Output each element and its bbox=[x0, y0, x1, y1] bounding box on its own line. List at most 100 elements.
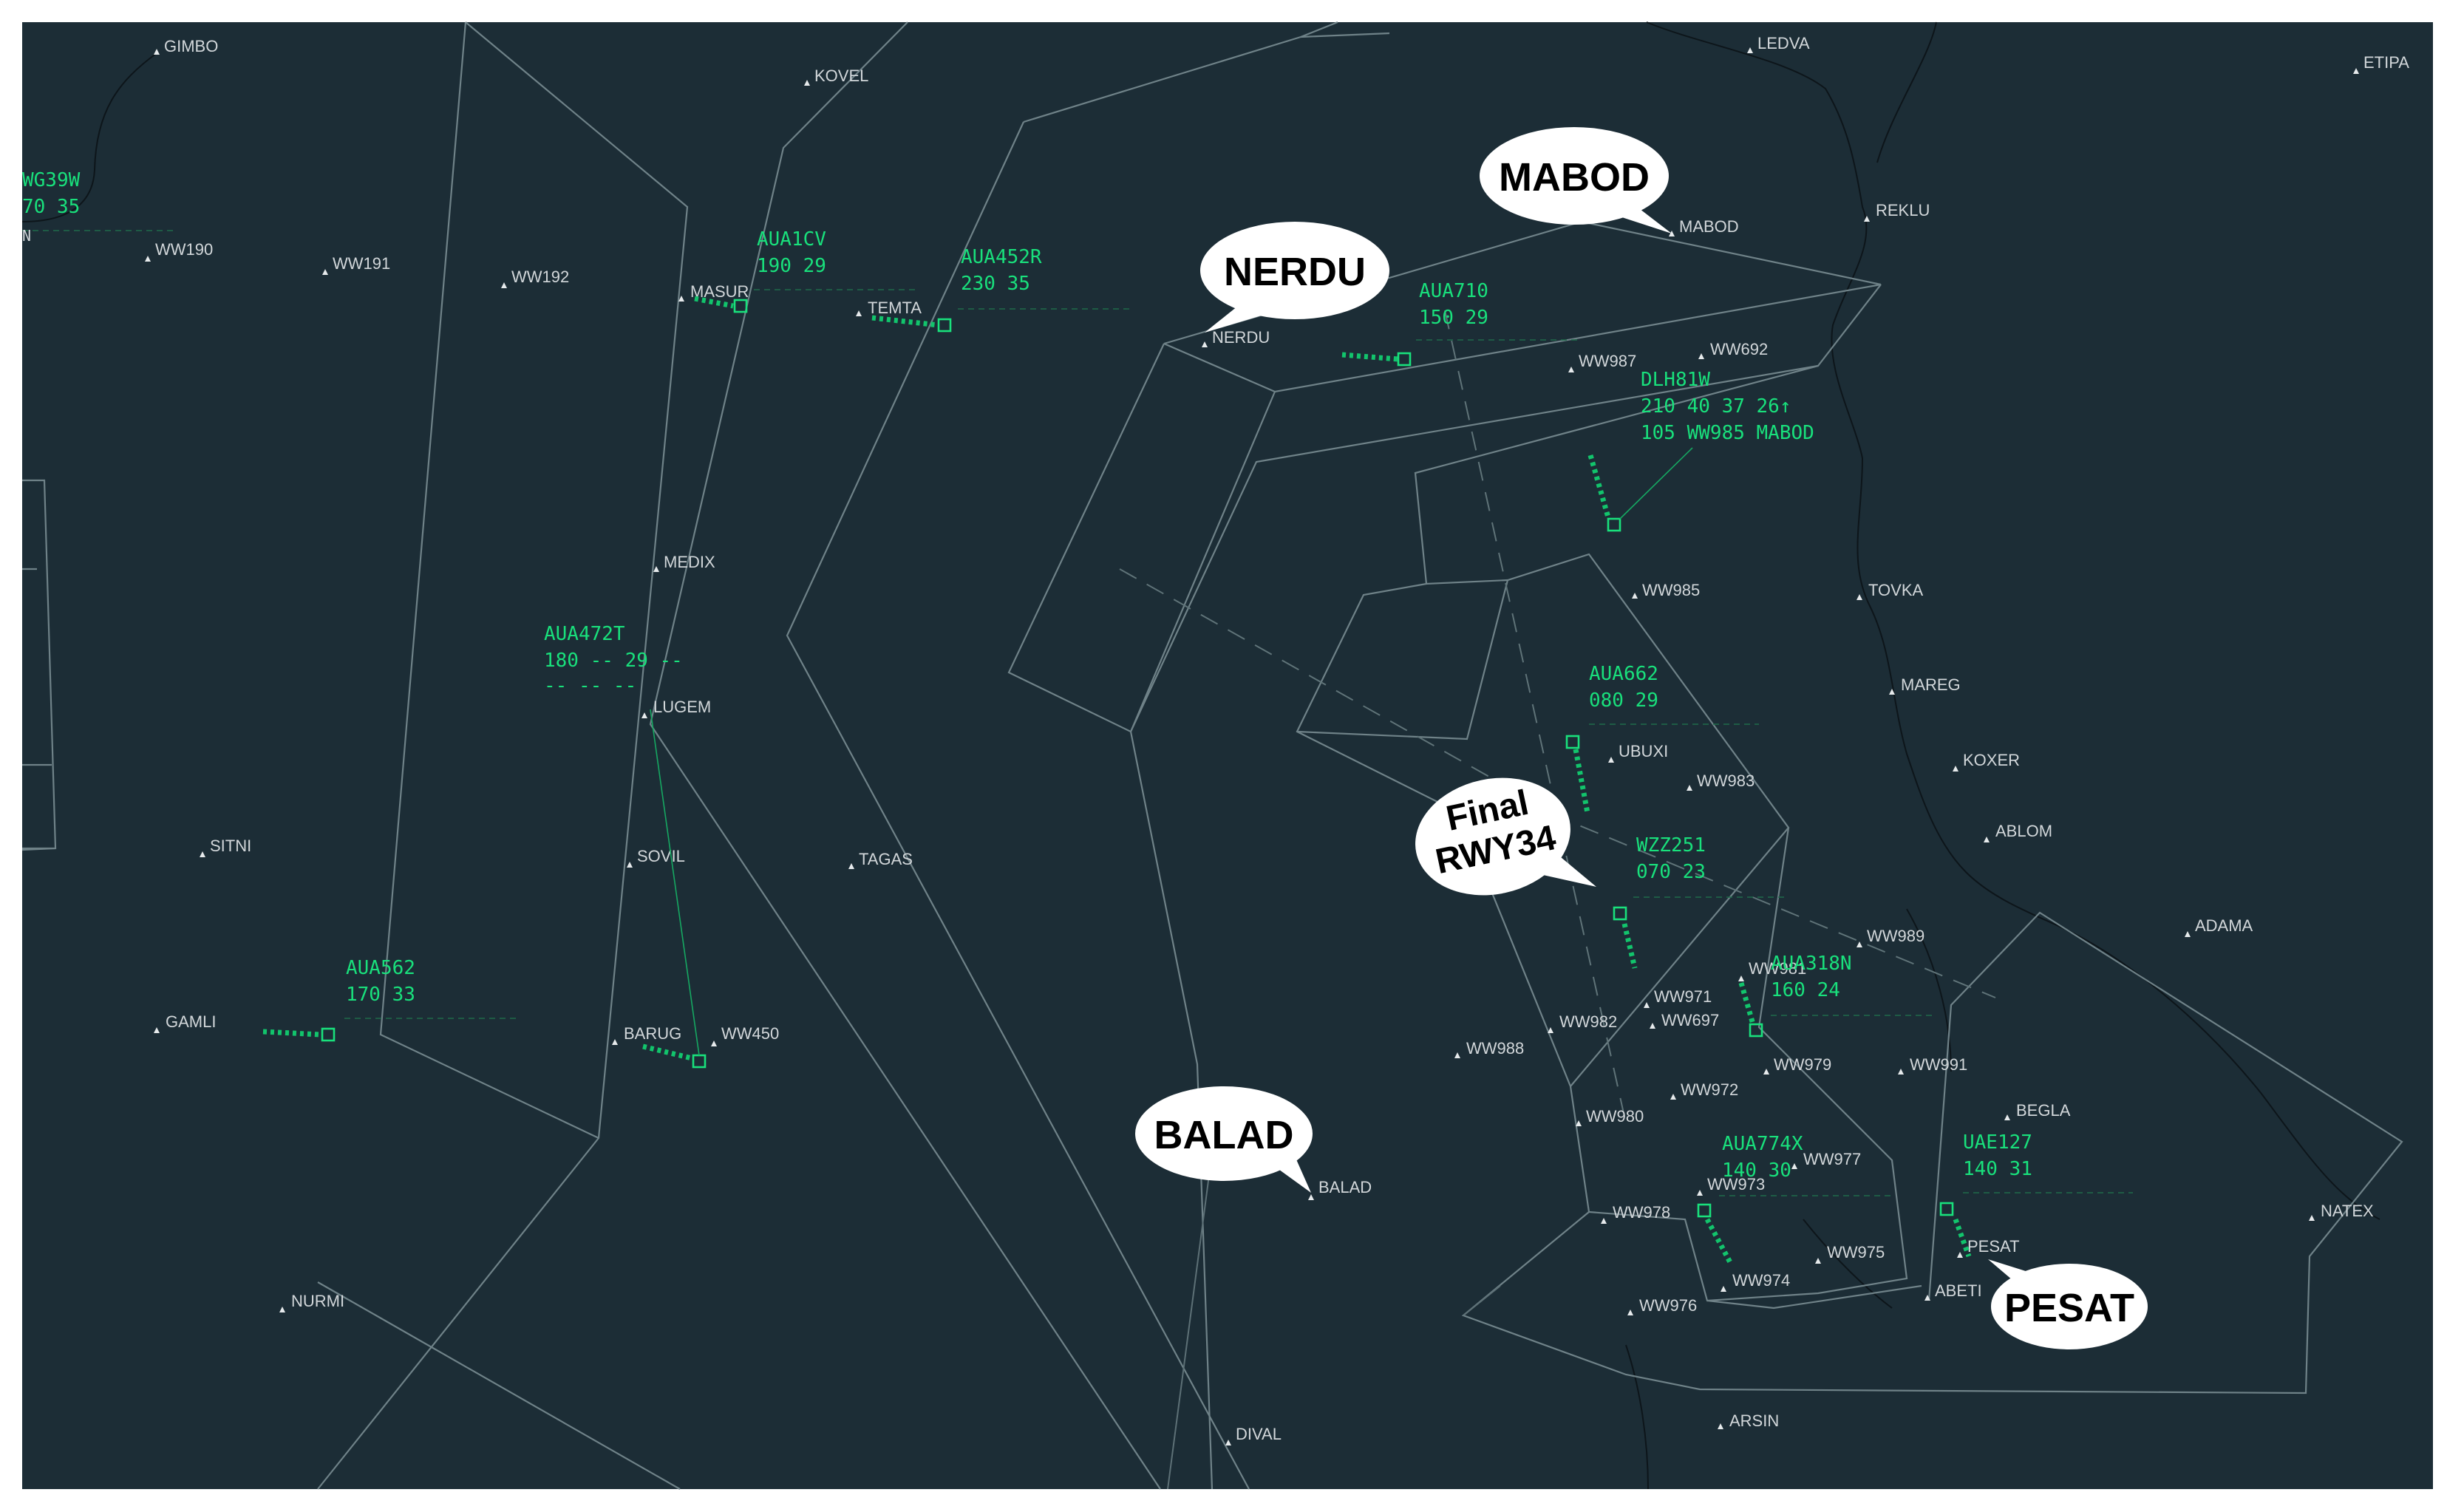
waypoint-tovka[interactable]: TOVKA bbox=[1856, 581, 1924, 600]
aircraft-target[interactable] bbox=[1613, 906, 1627, 921]
waypoint-tagas[interactable]: TAGAS bbox=[848, 850, 913, 869]
waypoint-mabod[interactable]: MABOD bbox=[1669, 217, 1739, 236]
waypoint-ww989[interactable]: WW989 bbox=[1856, 927, 1924, 947]
waypoint-ww982[interactable]: WW982 bbox=[1548, 1012, 1617, 1033]
waypoint-ww450[interactable]: WW450 bbox=[711, 1024, 779, 1046]
aircraft-target[interactable] bbox=[1749, 1023, 1763, 1038]
waypoint-ww974[interactable]: WW974 bbox=[1721, 1271, 1790, 1292]
waypoint-ww971[interactable]: WW971 bbox=[1644, 987, 1712, 1008]
waypoint-ww190[interactable]: WW190 bbox=[145, 240, 213, 262]
waypoint-arsin[interactable]: ARSIN bbox=[1718, 1411, 1779, 1430]
waypoint-ww976[interactable]: WW976 bbox=[1627, 1296, 1697, 1315]
waypoint-kovel[interactable]: KOVEL bbox=[804, 67, 868, 86]
waypoint-medix[interactable]: MEDIX bbox=[653, 553, 715, 572]
svg-text:WW697: WW697 bbox=[1661, 1011, 1719, 1029]
aircraft-target[interactable] bbox=[1697, 1203, 1712, 1218]
waypoint-ww980[interactable]: WW980 bbox=[1576, 1107, 1644, 1126]
waypoint-ww978[interactable]: WW978 bbox=[1601, 1203, 1670, 1224]
waypoint-sovil[interactable]: SOVIL bbox=[627, 847, 685, 868]
waypoint-ablom[interactable]: ABLOM bbox=[1984, 822, 2052, 842]
waypoint-ww975[interactable]: WW975 bbox=[1815, 1243, 1885, 1264]
waypoint-reklu[interactable]: REKLU bbox=[1864, 201, 1930, 222]
svg-text:WW983: WW983 bbox=[1697, 772, 1755, 790]
waypoint-ww985[interactable]: WW985 bbox=[1632, 581, 1700, 599]
waypoint-mareg[interactable]: MAREG bbox=[1889, 675, 1961, 695]
waypoint-nurmi[interactable]: NURMI bbox=[279, 1292, 344, 1312]
waypoint-natex[interactable]: NATEX bbox=[2309, 1202, 2374, 1221]
waypoint-adama[interactable]: ADAMA bbox=[2185, 916, 2253, 937]
waypoint-ww973[interactable]: WW973 bbox=[1697, 1175, 1765, 1196]
waypoint-begla[interactable]: BEGLA bbox=[2004, 1101, 2071, 1120]
waypoint-ubuxi[interactable]: UBUXI bbox=[1608, 742, 1668, 763]
waypoint-ww192[interactable]: WW192 bbox=[501, 268, 569, 288]
waypoint-ww979[interactable]: WW979 bbox=[1763, 1055, 1831, 1075]
waypoint-ww983[interactable]: WW983 bbox=[1687, 772, 1755, 791]
waypoint-ww977[interactable]: WW977 bbox=[1791, 1150, 1861, 1169]
waypoint-ww991[interactable]: WW991 bbox=[1898, 1055, 1967, 1075]
waypoint-balad[interactable]: BALAD bbox=[1308, 1178, 1372, 1200]
waypoint-gamli[interactable]: GAMLI bbox=[154, 1012, 216, 1033]
aircraft-target[interactable] bbox=[1397, 352, 1412, 367]
callout-label: NERDU bbox=[1224, 250, 1366, 294]
waypoint-ww191[interactable]: WW191 bbox=[322, 254, 390, 275]
callouts: MABOD NERDU FinalRWY34 BALAD PESAT bbox=[1135, 127, 2148, 1349]
waypoint-nerdu[interactable]: NERDU bbox=[1202, 328, 1270, 347]
waypoint-ww697[interactable]: WW697 bbox=[1650, 1011, 1719, 1029]
waypoint-ledva[interactable]: LEDVA bbox=[1747, 34, 1810, 53]
waypoint-gimbo[interactable]: GIMBO bbox=[154, 37, 218, 55]
svg-text:WW989: WW989 bbox=[1867, 927, 1924, 945]
waypoint-ww981[interactable]: WW981 bbox=[1738, 959, 1806, 981]
waypoint-sitni[interactable]: SITNI bbox=[200, 837, 251, 857]
waypoint-etipa[interactable]: ETIPA bbox=[2353, 53, 2409, 74]
waypoint-barug[interactable]: BARUG bbox=[612, 1024, 681, 1045]
aircraft-target[interactable] bbox=[733, 299, 748, 313]
waypoint-ww988[interactable]: WW988 bbox=[1454, 1039, 1524, 1058]
waypoint-ww987[interactable]: WW987 bbox=[1568, 352, 1636, 372]
svg-text:WW982: WW982 bbox=[1559, 1012, 1617, 1031]
svg-text:REKLU: REKLU bbox=[1876, 201, 1930, 219]
waypoint-lugem[interactable]: LUGEM bbox=[641, 698, 711, 718]
waypoint-masur[interactable]: MASUR bbox=[678, 282, 749, 302]
svg-text:MABOD: MABOD bbox=[1679, 217, 1739, 236]
aircraft-target[interactable] bbox=[1607, 517, 1621, 532]
waypoint-pesat[interactable]: PESAT bbox=[1957, 1237, 2020, 1258]
aircraft-target[interactable] bbox=[937, 318, 952, 333]
aircraft-target[interactable] bbox=[1939, 1202, 1954, 1216]
waypoint-ww972[interactable]: WW972 bbox=[1670, 1080, 1738, 1100]
waypoint-abeti[interactable]: ABETI bbox=[1924, 1281, 1982, 1301]
svg-text:ADAMA: ADAMA bbox=[2195, 916, 2253, 935]
waypoint-ww692[interactable]: WW692 bbox=[1698, 340, 1768, 359]
waypoint-koxer[interactable]: KOXER bbox=[1953, 751, 2020, 772]
waypoint-dival[interactable]: DIVAL bbox=[1225, 1425, 1282, 1445]
aircraft-target[interactable] bbox=[1565, 735, 1580, 749]
waypoint-temta[interactable]: TEMTA bbox=[856, 299, 922, 317]
svg-text:NURMI: NURMI bbox=[291, 1292, 344, 1310]
svg-text:LEDVA: LEDVA bbox=[1757, 34, 1810, 52]
aircraft-target[interactable] bbox=[321, 1027, 336, 1042]
